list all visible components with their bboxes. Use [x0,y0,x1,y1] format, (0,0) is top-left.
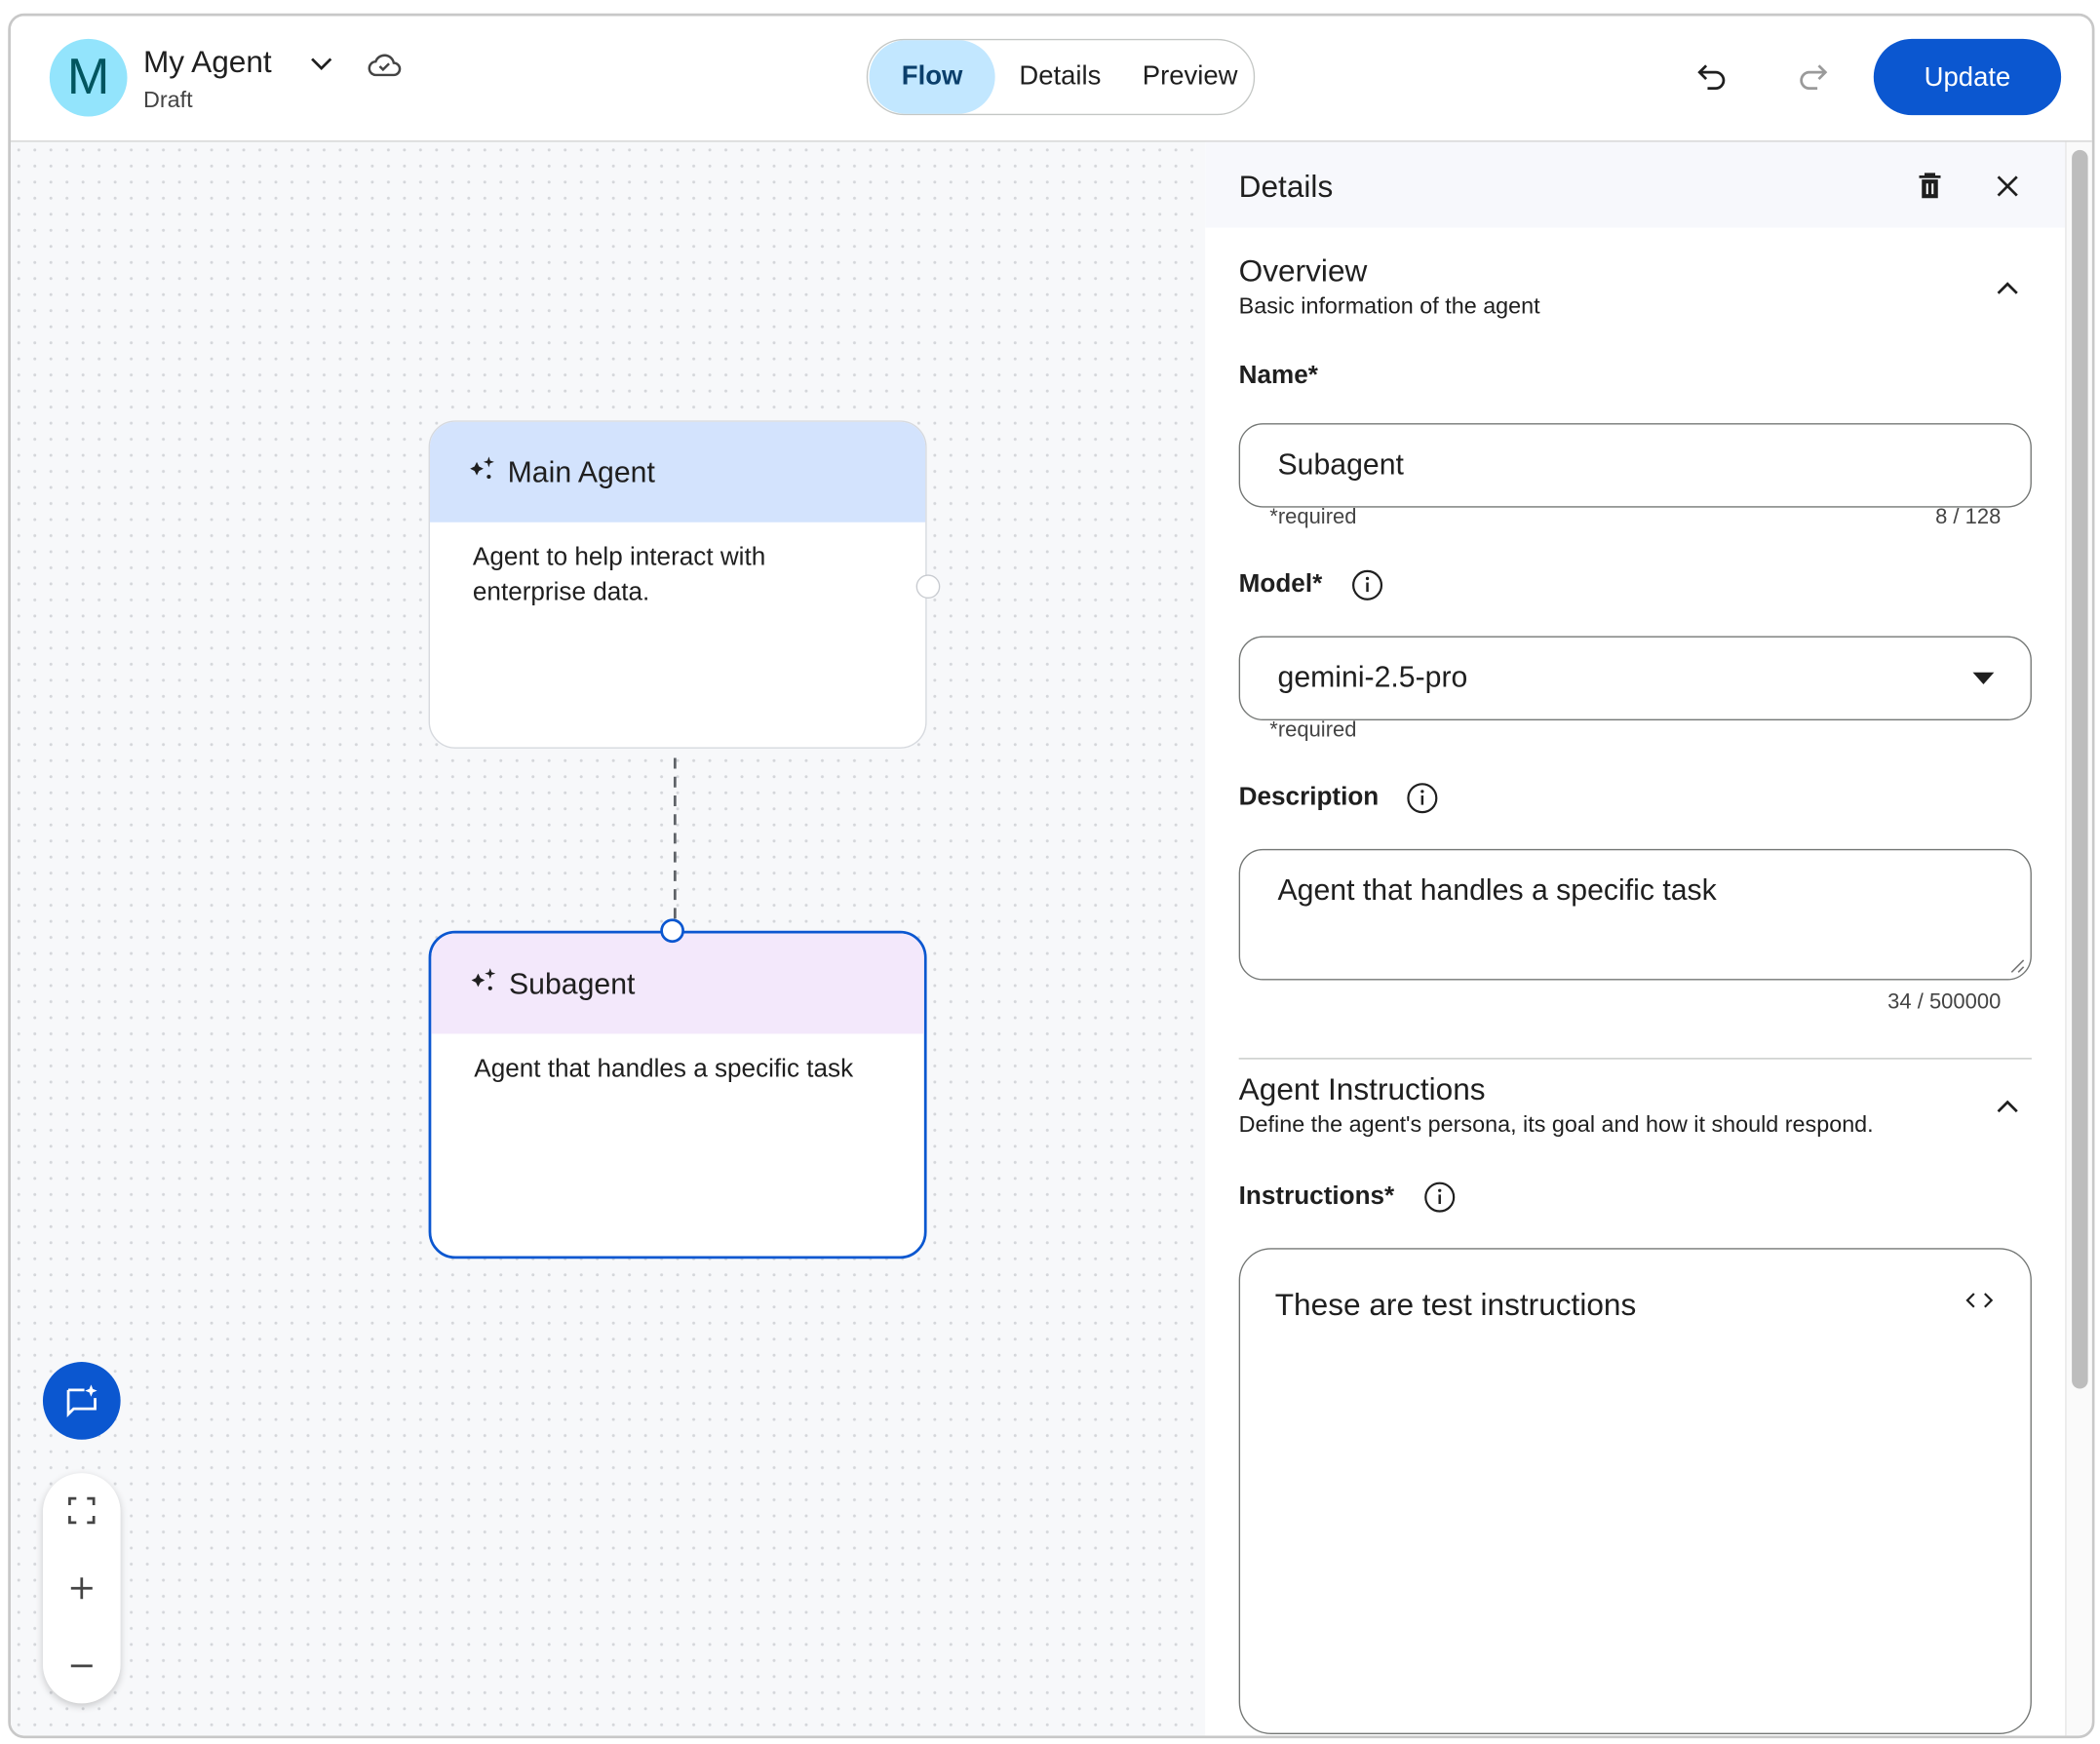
undo-icon[interactable] [1692,57,1732,97]
node-main-agent[interactable]: Main Agent Agent to help interact with e… [428,420,927,749]
overview-subtitle: Basic information of the agent [1238,292,1540,319]
connection-edge [673,757,677,926]
chevron-down-icon[interactable] [302,46,339,83]
description-char-count: 34 / 500000 [1887,990,2002,1014]
code-icon[interactable] [1961,1284,1998,1316]
assistant-chat-button[interactable] [42,1362,121,1440]
instructions-textarea[interactable]: These are test instructions [1238,1248,2032,1734]
name-char-count: 8 / 128 [1935,506,2002,529]
node-header: Main Agent [429,421,926,523]
node-title: Main Agent [507,454,655,488]
node-description: Agent that handles a specific task [474,1055,854,1084]
close-icon[interactable] [1990,169,2025,204]
instructions-subtitle: Define the agent's persona, its goal and… [1238,1111,1874,1138]
name-value: Subagent [1277,446,1404,482]
instructions-value: These are test instructions [1274,1287,1637,1322]
node-subagent[interactable]: Subagent Agent that handles a specific t… [428,930,927,1260]
avatar: M [49,38,128,117]
agent-status: Draft [142,87,193,113]
panel-title: Details [1238,169,1334,204]
description-label: Description [1238,783,1380,812]
update-button[interactable]: Update [1873,38,2062,116]
panel-header: Details [1205,141,2066,228]
panel-scrollbar[interactable] [2065,141,2092,1736]
model-value: gemini-2.5-pro [1277,660,1468,694]
instructions-label: Instructions* [1238,1182,1395,1211]
node-description: Agent to help interact with enterprise d… [472,543,766,607]
instructions-title: Agent Instructions [1238,1070,1486,1106]
chevron-up-icon[interactable] [1992,272,2024,304]
info-icon[interactable] [1422,1180,1458,1215]
tab-flow[interactable]: Flow [869,40,995,114]
info-icon[interactable] [1350,567,1385,602]
fit-view-icon[interactable] [63,1492,100,1529]
sparkle-icon [469,965,498,1002]
name-input[interactable]: Subagent [1238,423,2032,508]
name-required-hint: *required [1269,506,1357,529]
name-label: Name* [1238,361,1318,390]
info-icon[interactable] [1405,781,1440,816]
input-handle[interactable] [660,918,684,944]
scrollbar-thumb[interactable] [2072,149,2088,1389]
tab-preview[interactable]: Preview [1142,61,1238,92]
output-handle[interactable] [915,574,941,600]
details-panel: Details Overview Basic information of th… [1205,141,2066,1736]
node-header: Subagent [431,933,924,1034]
zoom-out-icon[interactable] [63,1647,100,1685]
model-required-hint: *required [1269,718,1357,743]
resize-handle-icon[interactable] [2009,957,2025,973]
redo-icon[interactable] [1792,57,1832,97]
dropdown-arrow-icon [1970,667,1997,688]
overview-title: Overview [1238,252,1368,289]
delete-icon[interactable] [1913,169,1948,204]
sparkle-icon [467,453,496,490]
zoom-in-icon[interactable] [63,1570,100,1607]
section-divider [1238,1058,2032,1060]
chevron-up-icon[interactable] [1992,1090,2024,1122]
cloud-saved-icon [365,46,405,83]
node-title: Subagent [509,966,636,1000]
flow-canvas[interactable]: Main Agent Agent to help interact with e… [10,141,1206,1736]
model-select[interactable]: gemini-2.5-pro [1238,636,2032,721]
agent-title: My Agent [142,44,272,80]
description-textarea[interactable]: Agent that handles a specific task [1238,848,2032,981]
view-tabs: Flow Details Preview [866,38,1256,116]
zoom-controls [42,1473,121,1704]
chat-spark-icon [66,1384,97,1417]
app-window: M My Agent Draft Flow Details Preview Up… [8,13,2095,1739]
description-value: Agent that handles a specific task [1277,872,1717,907]
model-label: Model* [1238,570,1323,600]
top-bar: M My Agent Draft Flow Details Preview Up… [10,16,2092,142]
tab-details[interactable]: Details [1019,61,1102,92]
